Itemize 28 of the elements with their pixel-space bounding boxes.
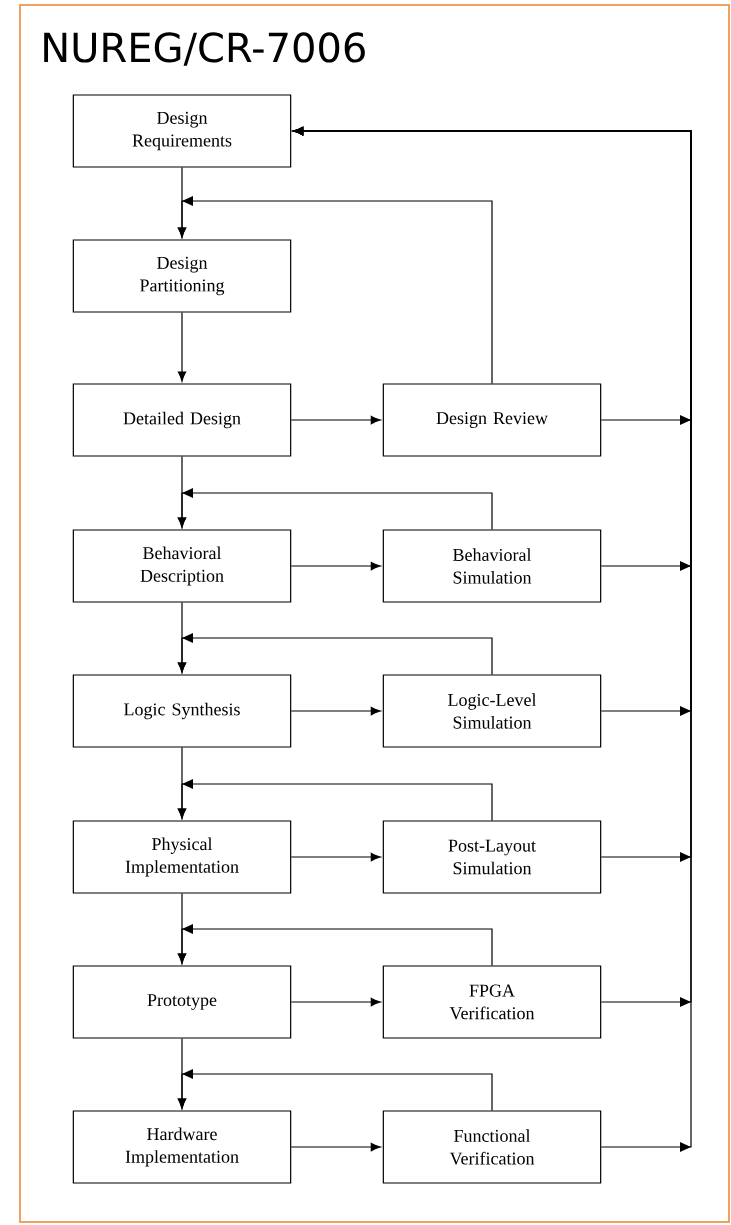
process-box: Design Requirements [72, 94, 292, 168]
process-box: Logic Synthesis [72, 674, 292, 748]
arrow [177, 779, 493, 821]
process-box: Design Partitioning [72, 239, 292, 313]
process-box: Detailed Design [72, 383, 292, 457]
process-box: Logic-Level Simulation [382, 674, 602, 748]
process-box: Prototype [72, 965, 292, 1039]
process-box: Behavioral Description [72, 529, 292, 603]
process-box: Functional Verification [382, 1110, 602, 1184]
process-box: Post-Layout Simulation [382, 820, 602, 894]
process-box: Physical Implementation [72, 820, 292, 894]
arrow [177, 312, 187, 382]
arrow [177, 633, 493, 675]
arrow [177, 1069, 493, 1111]
arrow [177, 488, 493, 530]
arrow [290, 997, 381, 1007]
arrow [290, 561, 381, 571]
process-box: Design Review [382, 383, 602, 457]
title: NUREG/CR-7006 [44, 32, 365, 66]
arrow [290, 706, 381, 716]
arrow [290, 1142, 381, 1152]
arrow [290, 852, 381, 862]
arrow [177, 196, 493, 384]
arrow [290, 415, 381, 425]
process-box: FPGA Verification [382, 965, 602, 1039]
process-box: Behavioral Simulation [382, 529, 602, 603]
arrow [177, 924, 493, 966]
process-box: Hardware Implementation [72, 1110, 292, 1184]
